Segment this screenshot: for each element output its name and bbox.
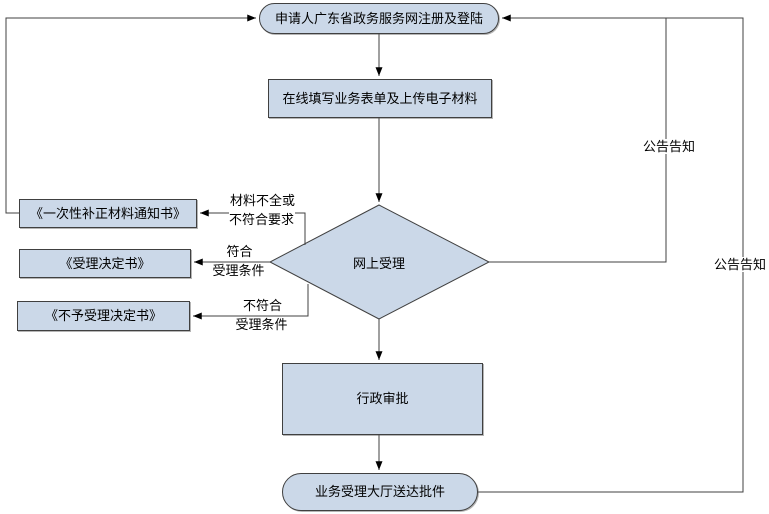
edge-review-notice-loop <box>489 18 667 263</box>
edge-label-public-notice-2: 公告告知 <box>712 257 767 272</box>
node-admin-approval-label: 行政审批 <box>356 391 409 406</box>
edge-delivery-notice-loop <box>478 14 744 493</box>
edge-label-meets-conditions: 符合 受理条件 <box>212 244 266 278</box>
node-hall-delivery: 业务受理大厅送达批件 <box>282 473 478 511</box>
edge-label-public-notice-1: 公告告知 <box>641 139 696 154</box>
edge-review-to-rejection <box>193 284 309 320</box>
node-correction-notice: 《一次性补正材料通知书》 <box>19 199 197 228</box>
node-fill-form-label: 在线填写业务表单及上传电子材料 <box>282 90 478 106</box>
node-online-review-label: 网上受理 <box>352 255 405 271</box>
edge-label-materials-incomplete: 材料不全或 不符合要求 <box>228 193 295 227</box>
node-register-label: 申请人广东省政务服务网注册及登陆 <box>274 10 483 26</box>
node-hall-delivery-label: 业务受理大厅送达批件 <box>314 484 445 499</box>
node-register: 申请人广东省政务服务网注册及登陆 <box>259 3 499 34</box>
node-rejection-decision: 《不予受理决定书》 <box>17 301 190 331</box>
node-online-review: 网上受理 <box>329 250 429 274</box>
node-correction-notice-label: 《一次性补正材料通知书》 <box>29 205 186 221</box>
node-admin-approval: 行政审批 <box>282 363 483 435</box>
node-acceptance-decision-label: 《受理决定书》 <box>59 255 151 271</box>
edge-correction-loop-to-register <box>5 14 256 214</box>
edge-label-not-meets-conditions: 不符合 受理条件 <box>235 298 289 332</box>
node-fill-form: 在线填写业务表单及上传电子材料 <box>268 79 492 118</box>
node-acceptance-decision: 《受理决定书》 <box>19 249 191 278</box>
node-rejection-decision-label: 《不予受理决定书》 <box>44 308 162 323</box>
